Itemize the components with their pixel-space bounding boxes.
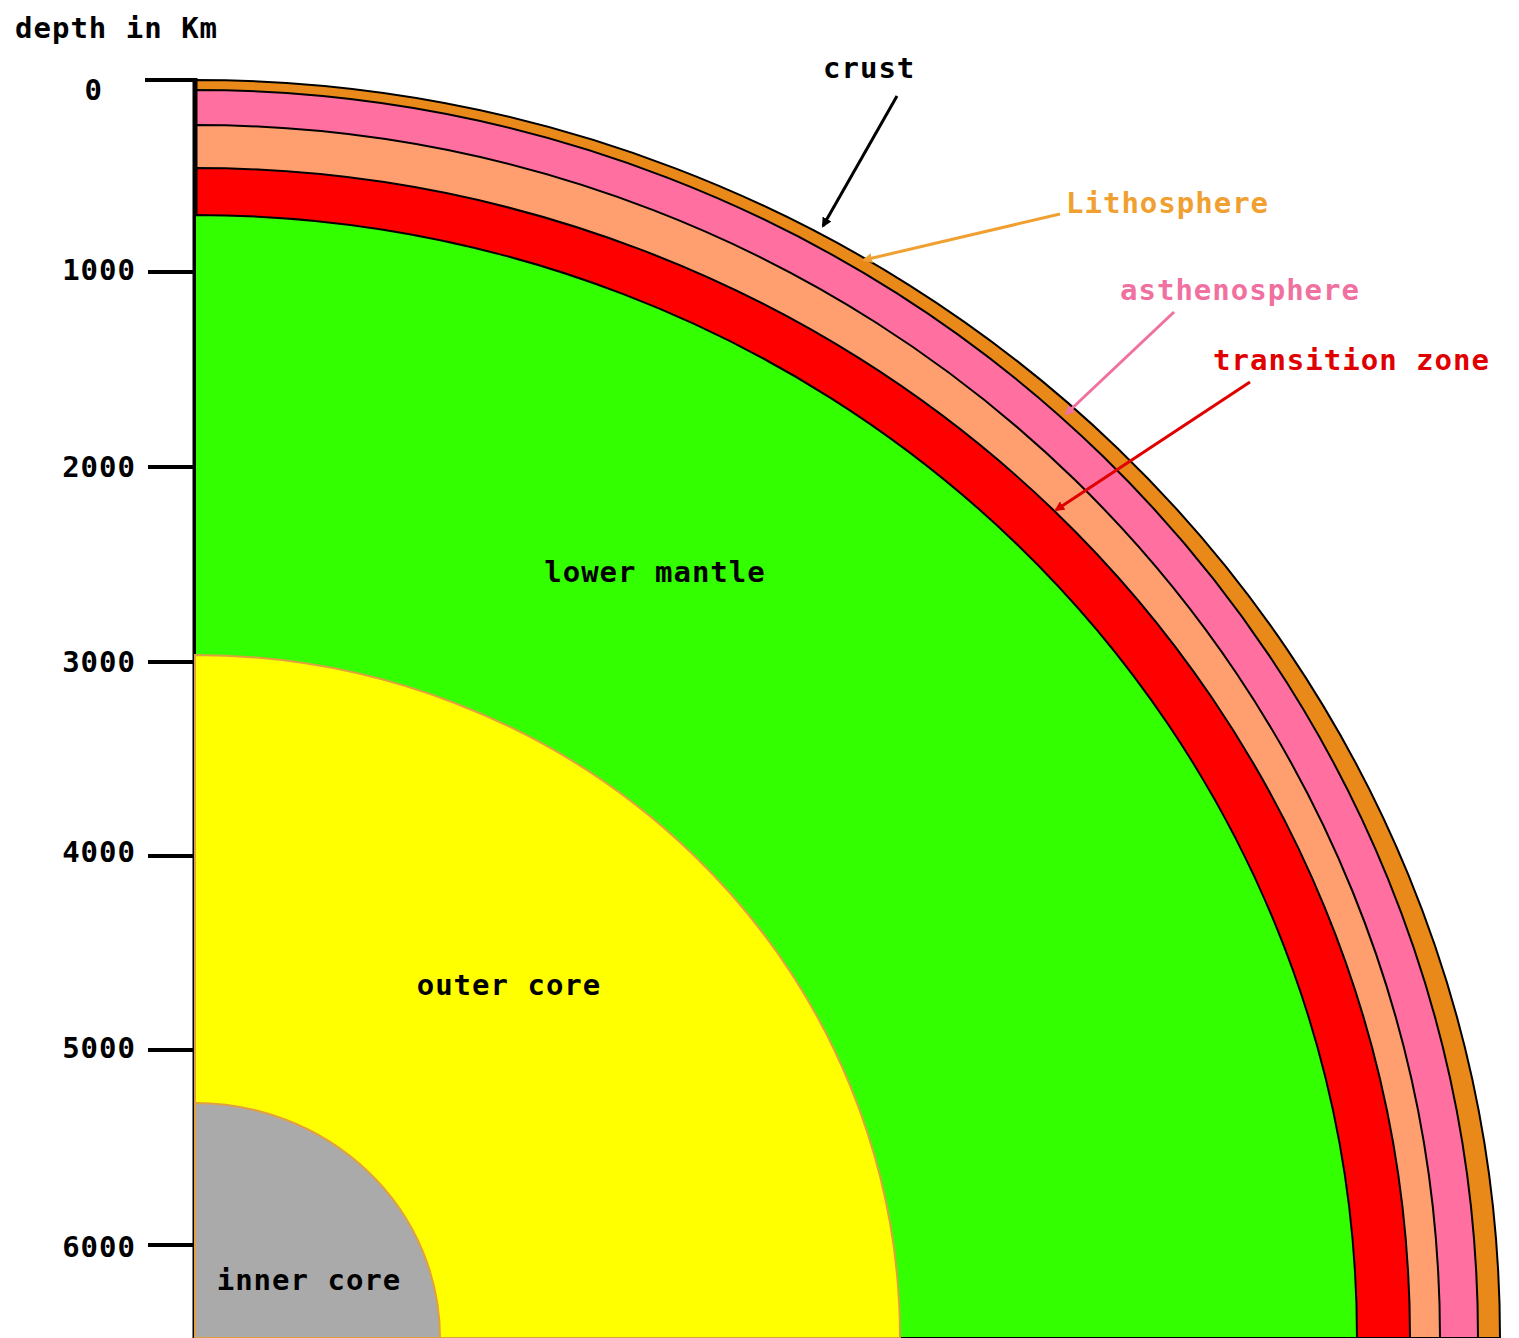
depth-tick-label: 4000 bbox=[62, 838, 136, 867]
depth-tick-label: 5000 bbox=[62, 1034, 136, 1063]
crust-band bbox=[195, 80, 1500, 1338]
region-fill bbox=[195, 215, 1357, 1338]
axis-tick bbox=[148, 1243, 200, 1247]
region-label: lower mantle bbox=[544, 558, 766, 587]
axis-tick bbox=[148, 854, 200, 858]
layer-label: crust bbox=[823, 54, 915, 83]
region-label: inner core bbox=[217, 1266, 402, 1295]
outer-core-region: outer core inner core bbox=[195, 655, 900, 1338]
region-label: outer core bbox=[417, 971, 602, 1000]
axis-tick bbox=[145, 78, 195, 82]
axis-tick bbox=[148, 465, 200, 469]
region-shape bbox=[195, 1103, 440, 1338]
axis-title: depth in Km bbox=[15, 14, 218, 43]
lower-mantle-region: lower mantle outer core inner core bbox=[195, 215, 1357, 1338]
axis-tick bbox=[148, 660, 200, 664]
leader-arrow bbox=[864, 214, 1060, 260]
leader-arrow bbox=[1056, 382, 1250, 510]
upper-mantle-band bbox=[195, 125, 1440, 1338]
depth-tick-label: 0 bbox=[85, 76, 103, 105]
asthenosphere-band bbox=[195, 90, 1478, 1338]
region-fill bbox=[195, 655, 900, 1338]
inner-core-region: inner core bbox=[195, 1103, 440, 1338]
depth-tick-label: 2000 bbox=[62, 453, 136, 482]
layer-label: asthenosphere bbox=[1120, 276, 1360, 305]
depth-tick-label: 1000 bbox=[62, 256, 136, 285]
leader-arrow bbox=[1066, 312, 1174, 414]
transition-zone-band bbox=[195, 168, 1410, 1338]
depth-tick-label: 6000 bbox=[62, 1233, 136, 1262]
layer-label: transition zone bbox=[1213, 346, 1490, 375]
depth-tick-label: 3000 bbox=[62, 648, 136, 677]
layer-label: Lithosphere bbox=[1066, 189, 1269, 218]
leader-arrow bbox=[823, 96, 897, 226]
axis-tick bbox=[148, 1048, 200, 1052]
region-fill bbox=[195, 1103, 440, 1338]
axis-tick bbox=[148, 270, 200, 274]
